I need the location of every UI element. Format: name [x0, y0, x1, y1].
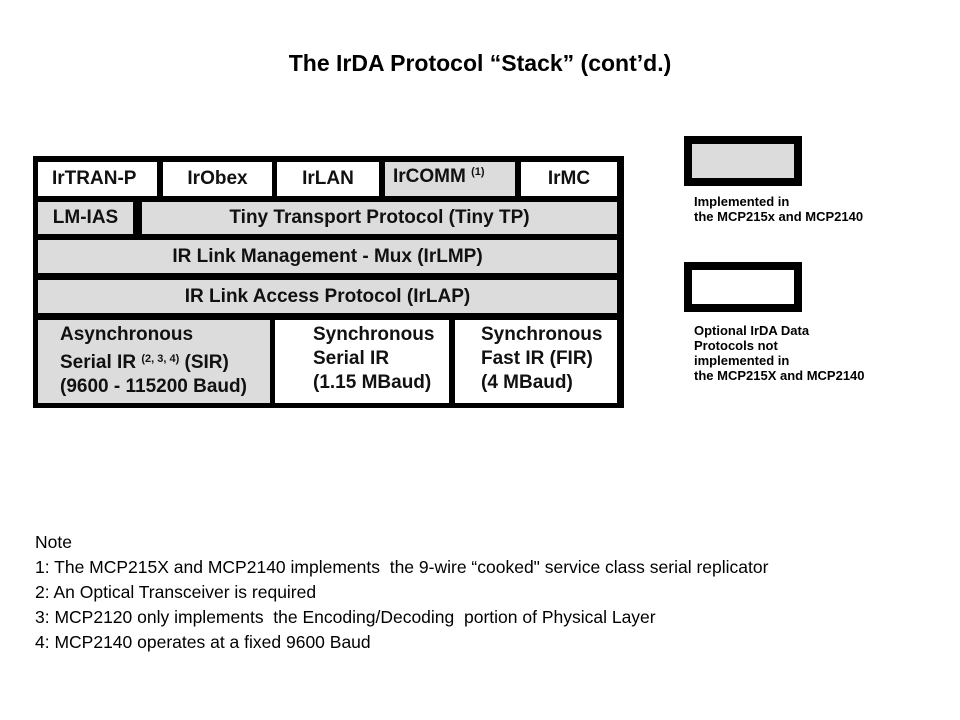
slide-title: The IrDA Protocol “Stack” (cont’d.) — [288, 50, 672, 76]
fir-line2: Fast IR (FIR) — [481, 348, 593, 369]
note-item: 1: The MCP215X and MCP2140 implements th… — [35, 557, 769, 577]
layer-irmc: IrMC — [521, 162, 617, 196]
protocol-stack-diagram: IrTRAN-P IrObex IrLAN IrCOMM (1) IrMC LM… — [33, 156, 624, 408]
fir-line1: Synchronous — [481, 324, 603, 345]
sync-line1: Synchronous — [313, 324, 435, 345]
sync-line2: Serial IR — [313, 348, 390, 369]
legend-line: Protocols not — [694, 338, 778, 353]
note-item: 2: An Optical Transceiver is required — [35, 582, 317, 602]
layer-irobex: IrObex — [163, 162, 272, 196]
sir-line2-suffix: (SIR) — [184, 352, 229, 373]
layer-sir: Asynchronous Serial IR (2, 3, 4) (SIR) (… — [38, 320, 270, 403]
layer-fir: Synchronous Fast IR (FIR) (4 MBaud) — [455, 320, 617, 403]
layer-sync-serial-ir: Synchronous Serial IR (1.15 MBaud) — [275, 320, 449, 403]
layer-irlan: IrLAN — [277, 162, 379, 196]
sir-line1: Asynchronous — [60, 324, 194, 345]
layer-irlmp: IR Link Management - Mux (IrLMP) — [38, 240, 617, 273]
legend-line: the MCP215x and MCP2140 — [694, 209, 864, 224]
layer-lm-ias: LM-IAS — [38, 202, 133, 234]
legend-line: Implemented in — [694, 194, 790, 209]
legend-swatch-implemented — [684, 136, 802, 186]
note-item: 4: MCP2140 operates at a fixed 9600 Baud — [35, 632, 371, 652]
footnote-ref: (1) — [471, 166, 485, 178]
layer-ircomm-label: IrCOMM — [393, 166, 466, 187]
legend-line: Optional IrDA Data — [694, 323, 810, 338]
notes: Note 1: The MCP215X and MCP2140 implemen… — [35, 530, 768, 655]
sir-line2: Serial IR (2, 3, 4) (SIR) — [60, 347, 270, 375]
sir-line2-text: Serial IR — [60, 352, 137, 373]
note-item: 3: MCP2120 only implements the Encoding/… — [35, 607, 656, 627]
layer-irtran-p: IrTRAN-P — [38, 162, 157, 196]
footnote-ref: (2, 3, 4) — [141, 353, 180, 365]
legend-label-not-implemented: Optional IrDA Data Protocols not impleme… — [694, 323, 865, 383]
layer-ircomm: IrCOMM (1) — [385, 162, 515, 196]
legend-label-implemented: Implemented in the MCP215x and MCP2140 — [694, 194, 863, 224]
legend-line: implemented in — [694, 353, 790, 368]
notes-heading: Note — [35, 532, 72, 552]
legend-line: the MCP215X and MCP2140 — [694, 368, 865, 383]
legend-swatch-not-implemented — [684, 262, 802, 312]
sync-line3: (1.15 MBaud) — [313, 372, 432, 393]
fir-line3: (4 MBaud) — [481, 372, 573, 393]
sir-line3: (9600 - 115200 Baud) — [60, 376, 247, 397]
layer-tiny-tp: Tiny Transport Protocol (Tiny TP) — [142, 202, 617, 234]
layer-irlap: IR Link Access Protocol (IrLAP) — [38, 280, 617, 313]
